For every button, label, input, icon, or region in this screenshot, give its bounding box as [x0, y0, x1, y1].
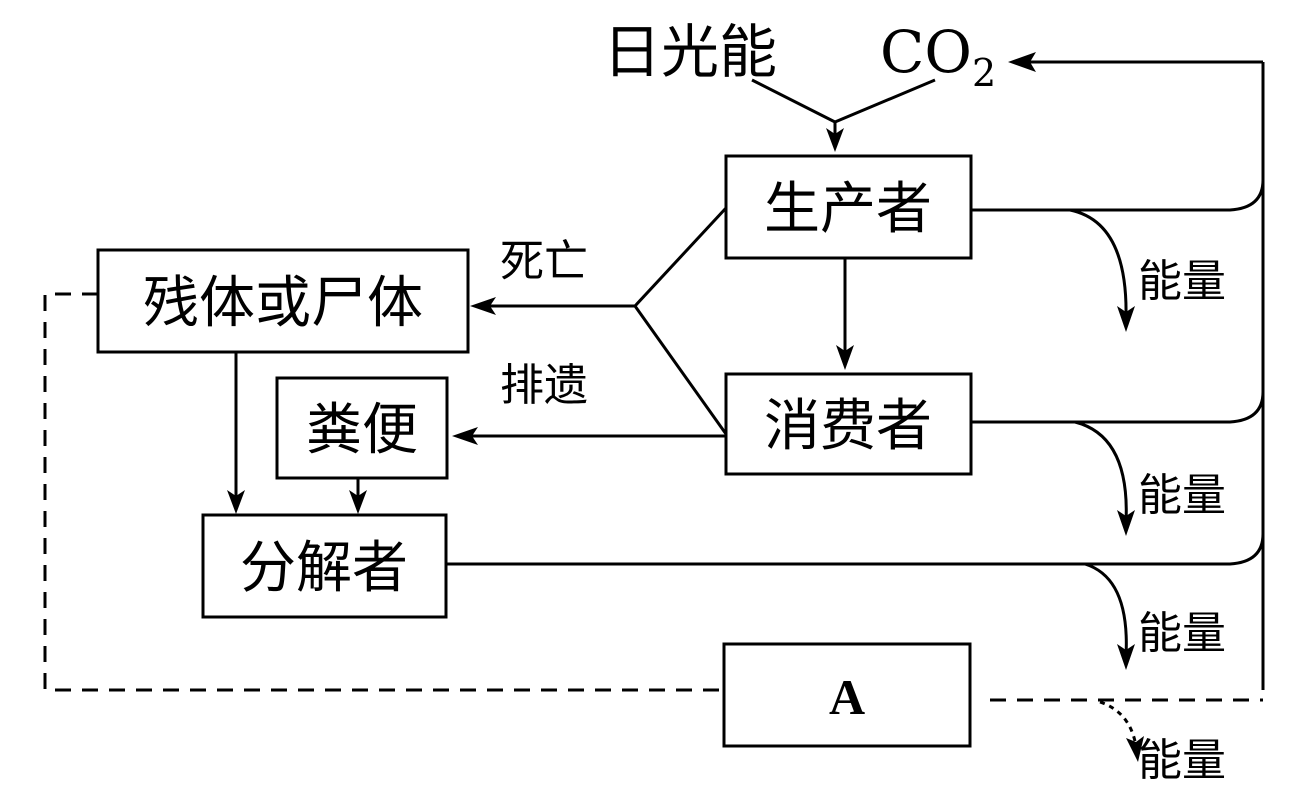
remains-to-a-dashed-path — [43, 292, 724, 692]
excretion-arrowhead — [452, 427, 478, 445]
producer-box — [724, 154, 973, 260]
a-energy-arrowhead — [1126, 736, 1144, 762]
consumer-energy-curve — [1074, 420, 1128, 523]
death-label: 死亡 — [500, 236, 588, 287]
consumer-box — [724, 372, 973, 476]
co2-arrow-line — [833, 78, 936, 140]
decomposer-label: 分解者 — [240, 536, 408, 601]
decomposer-energy-curve — [1084, 562, 1128, 657]
remains-label: 残体或尸体 — [143, 271, 423, 336]
a-energy-label: 能量 — [1138, 735, 1226, 785]
producer-respiration-line — [971, 179, 1265, 212]
consumer-death-branch — [633, 305, 728, 435]
excretion-label: 排遗 — [500, 360, 588, 411]
a-label: A — [829, 669, 865, 725]
co2-label: CO2 — [880, 18, 996, 95]
decomposer-energy-label: 能量 — [1138, 608, 1226, 659]
decomposer-respiration-line — [446, 533, 1265, 566]
co2-subscript: 2 — [972, 51, 996, 95]
consumer-respiration-line — [971, 391, 1265, 424]
remains-box — [96, 248, 470, 354]
sunlight-arrow-line — [751, 78, 836, 124]
feces-to-decomposer-arrowhead — [349, 490, 367, 514]
consumer-label: 消费者 — [764, 394, 932, 459]
producer-energy-curve — [1069, 208, 1128, 319]
producer-label: 生产者 — [764, 177, 932, 242]
consumer-energy-label: 能量 — [1138, 470, 1226, 521]
a-energy-dotted-curve — [1099, 700, 1138, 747]
remains-to-decomposer-arrowhead — [227, 490, 245, 514]
decomposer-energy-arrowhead — [1117, 644, 1135, 670]
decomposer-box — [201, 513, 448, 619]
death-arrowhead — [470, 297, 496, 315]
a-box — [722, 642, 972, 748]
sunlight-label: 日光能 — [603, 18, 777, 86]
producer-input-arrowhead — [826, 128, 844, 152]
producer-energy-arrowhead — [1117, 306, 1135, 332]
co2-return-arrowhead — [1008, 52, 1036, 72]
producer-energy-label: 能量 — [1138, 256, 1226, 307]
feces-box — [275, 376, 449, 480]
producer-death-branch — [633, 206, 728, 308]
producer-to-consumer-arrowhead — [836, 345, 854, 370]
co2-main: CO — [880, 18, 972, 86]
feces-label: 粪便 — [306, 398, 418, 463]
consumer-energy-arrowhead — [1117, 510, 1135, 536]
